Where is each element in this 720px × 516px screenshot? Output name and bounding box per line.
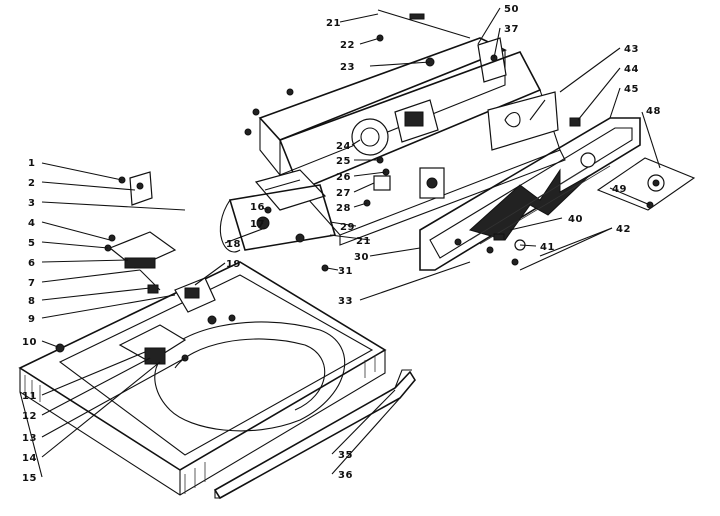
switch-block-part — [144, 347, 166, 365]
callout-label: 28 — [336, 203, 351, 214]
callout-label: 14 — [22, 453, 37, 464]
callout-label: 45 — [624, 84, 639, 95]
callout-label: 16 — [250, 202, 265, 213]
callout-label: 30 — [354, 252, 369, 263]
callout-label: 13 — [22, 433, 37, 444]
callout-label: 41 — [540, 242, 555, 253]
leader-lines — [19, 7, 661, 478]
callout-label: 17 — [250, 219, 265, 230]
callout-label: 12 — [22, 411, 37, 422]
lid-switch-assembly — [104, 171, 177, 294]
callout-label: 50 — [504, 4, 519, 15]
callout-label: 2 — [28, 178, 35, 189]
console-back-panel — [244, 9, 507, 176]
callout-label: 18 — [226, 239, 241, 250]
callout-label: 44 — [624, 64, 639, 75]
timer-dial-part — [351, 118, 389, 156]
callout-label: 8 — [28, 296, 35, 307]
callout-label: 22 — [340, 40, 355, 51]
selector-knob-assembly — [596, 157, 696, 211]
front-trim-strip — [213, 369, 416, 500]
callout-label: 31 — [338, 266, 353, 277]
callout-label: 6 — [28, 258, 35, 269]
callout-label: 23 — [340, 62, 355, 73]
callout-label: 19 — [226, 259, 241, 270]
front-control-panel — [419, 117, 641, 271]
callout-label: 3 — [28, 198, 35, 209]
callout-label: 27 — [336, 188, 351, 199]
callout-label: 5 — [28, 238, 35, 249]
callout-label: 1 — [28, 158, 35, 169]
callout-label: 7 — [28, 278, 35, 289]
washer-top-lid — [18, 261, 387, 496]
callout-label: 11 — [22, 391, 37, 402]
callout-label: 4 — [28, 218, 35, 229]
callout-label: 49 — [612, 184, 627, 195]
callout-label: 29 — [340, 222, 355, 233]
control-plate-part — [487, 91, 559, 151]
callout-labels: 1 2 3 4 5 6 7 8 9 10 11 12 13 14 15 16 1… — [22, 4, 661, 484]
callout-label: 36 — [338, 470, 353, 481]
callout-label: 40 — [568, 214, 583, 225]
callout-label: 24 — [336, 141, 351, 152]
callout-label: 37 — [504, 24, 519, 35]
callout-label: 33 — [338, 296, 353, 307]
callout-label: 15 — [22, 473, 37, 484]
callout-label: 43 — [624, 44, 639, 55]
panel-graphic — [468, 159, 611, 245]
callout-label: 10 — [22, 337, 37, 348]
console-body — [254, 51, 581, 246]
callout-label: 42 — [616, 224, 631, 235]
lid-side-shading — [24, 355, 376, 494]
callout-label: 25 — [336, 156, 351, 167]
callout-label: 21 — [356, 236, 371, 247]
callout-label: 48 — [646, 106, 661, 117]
callout-label: 26 — [336, 172, 351, 183]
callout-label: 35 — [338, 450, 353, 461]
water-level-switch-part — [373, 175, 391, 191]
callout-label: 9 — [28, 314, 35, 325]
hinge-bracket-part — [118, 324, 187, 363]
callout-label: 21 — [326, 18, 341, 29]
